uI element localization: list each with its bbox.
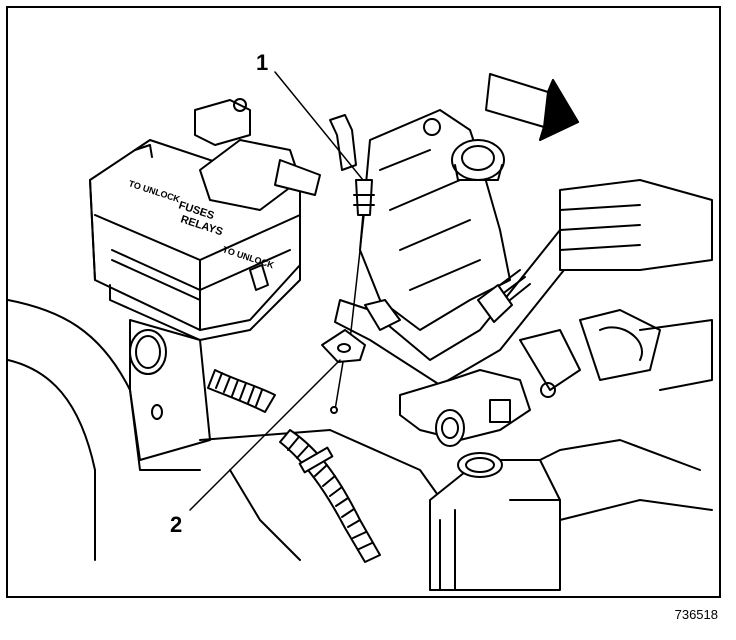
callout-2-leader — [189, 359, 341, 511]
callout-1-leader — [274, 71, 364, 181]
lower-bracket — [429, 452, 561, 591]
left-wiring-conduit — [207, 369, 276, 413]
right-components — [559, 179, 713, 391]
figure-id: 736518 — [674, 607, 718, 622]
oil-filler-cap — [451, 139, 505, 181]
item-1-stud — [274, 71, 375, 341]
callout-1-label: 1 — [256, 50, 269, 75]
callout-2-label: 2 — [170, 512, 183, 537]
forward-direction-arrow — [485, 73, 579, 141]
lower-wiring-conduit — [279, 429, 381, 563]
heater-hose-assembly — [399, 329, 581, 447]
upper-components — [194, 98, 357, 211]
left-inner-fender — [129, 319, 211, 461]
item-2-bracket — [189, 329, 366, 511]
illustration-frame — [6, 6, 721, 598]
